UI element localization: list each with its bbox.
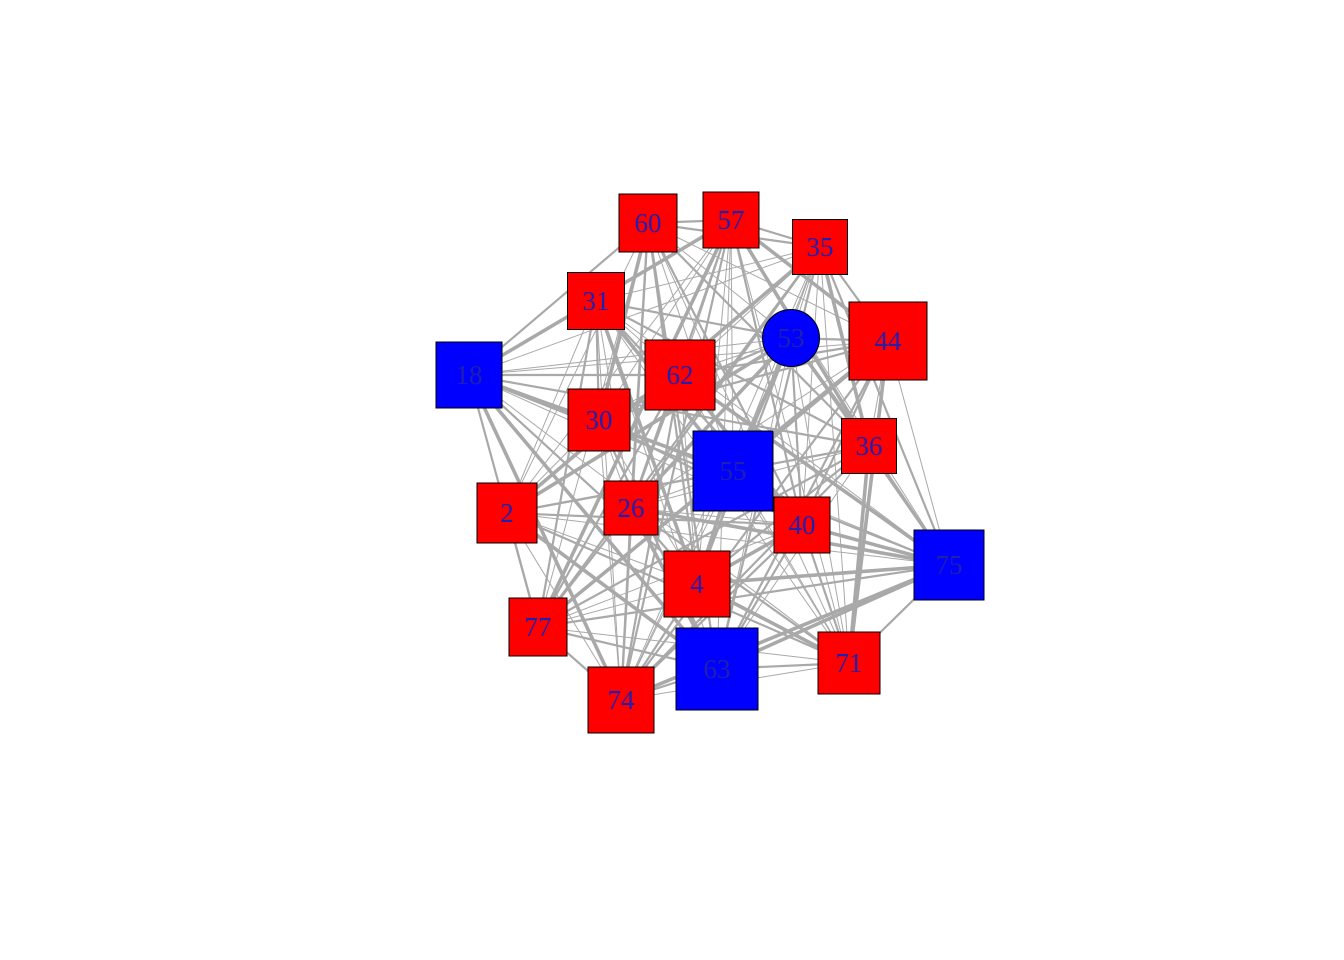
- edge-53-40: [789, 337, 804, 526]
- node-4: 4: [663, 550, 731, 618]
- node-75: 75: [913, 529, 985, 601]
- edge-57-30: [598, 219, 732, 421]
- node-label-57: 57: [718, 205, 745, 235]
- node-layer: 60 57 35 31 53 44 18 62 30 36 55 2 26 40 75 4 77 63 71 74: [435, 191, 985, 734]
- node-shape-60: [618, 193, 678, 253]
- node-label-30: 30: [586, 405, 613, 435]
- edge-36-74: [620, 445, 870, 701]
- node-label-40: 40: [789, 510, 816, 540]
- edge-62-71: [679, 374, 850, 664]
- node-18: 18: [435, 341, 503, 409]
- node-31: 31: [567, 272, 625, 330]
- edge-31-53: [595, 299, 792, 340]
- edge-18-74: [467, 374, 623, 701]
- node-44: 44: [848, 301, 928, 381]
- node-label-36: 36: [856, 431, 883, 461]
- node-label-62: 62: [667, 360, 694, 390]
- node-label-26: 26: [618, 493, 645, 523]
- node-30: 30: [567, 388, 631, 452]
- node-36: 36: [841, 418, 897, 474]
- node-label-75: 75: [936, 550, 963, 580]
- node-shape-77: [508, 597, 568, 657]
- node-2: 2: [476, 482, 538, 544]
- edge-57-75: [730, 219, 950, 566]
- node-40: 40: [773, 496, 831, 554]
- node-62: 62: [644, 339, 716, 411]
- node-shape-40: [773, 496, 831, 554]
- node-label-35: 35: [807, 232, 834, 262]
- edge-31-4: [594, 300, 699, 585]
- edge-35-40: [801, 246, 821, 526]
- node-shape-53: [762, 309, 820, 367]
- node-63: 63: [675, 627, 759, 711]
- edge-57-71: [730, 219, 850, 664]
- edge-30-75: [598, 419, 950, 566]
- node-label-31: 31: [583, 286, 610, 316]
- edge-60-2: [506, 222, 649, 514]
- edge-62-75: [678, 373, 951, 567]
- node-label-71: 71: [836, 648, 863, 678]
- node-label-44: 44: [875, 326, 903, 356]
- node-71: 71: [817, 631, 881, 695]
- node-55: 55: [692, 430, 774, 512]
- edge-44-26: [630, 340, 889, 509]
- edge-62-74: [619, 374, 682, 701]
- node-shape-44: [848, 301, 928, 381]
- node-label-74: 74: [608, 685, 636, 715]
- node-77: 77: [508, 597, 568, 657]
- node-60: 60: [618, 193, 678, 253]
- node-label-4: 4: [690, 569, 704, 599]
- node-35: 35: [792, 219, 848, 275]
- node-shape-31: [567, 272, 625, 330]
- edge-35-36: [818, 246, 871, 447]
- node-shape-35: [792, 219, 848, 275]
- node-shape-75: [913, 529, 985, 601]
- node-shape-71: [817, 631, 881, 695]
- edge-75-77: [537, 563, 950, 629]
- node-26: 26: [603, 480, 659, 536]
- edge-35-77: [537, 246, 821, 628]
- node-label-53: 53: [778, 323, 805, 353]
- edge-35-75: [818, 246, 951, 566]
- node-label-2: 2: [500, 498, 514, 528]
- node-label-18: 18: [456, 360, 483, 390]
- node-label-63: 63: [704, 654, 731, 684]
- node-shape-18: [435, 341, 503, 409]
- node-shape-55: [692, 430, 774, 512]
- edge-35-31: [595, 246, 821, 302]
- node-shape-4: [663, 550, 731, 618]
- edge-53-18: [468, 337, 792, 376]
- node-shape-63: [675, 627, 759, 711]
- node-shape-62: [644, 339, 716, 411]
- node-shape-2: [476, 482, 538, 544]
- edge-18-63: [467, 373, 719, 671]
- edge-53-2: [506, 336, 792, 515]
- node-label-55: 55: [720, 456, 747, 486]
- node-57: 57: [702, 191, 760, 249]
- node-label-60: 60: [635, 208, 662, 238]
- edge-53-26: [629, 336, 793, 510]
- node-shape-30: [567, 388, 631, 452]
- node-label-77: 77: [525, 612, 552, 642]
- node-53: 53: [762, 309, 820, 367]
- node-shape-26: [603, 480, 659, 536]
- edge-75-4: [696, 563, 950, 586]
- edge-30-74: [598, 419, 622, 701]
- node-shape-36: [841, 418, 897, 474]
- edge-2-75: [506, 512, 950, 566]
- node-shape-57: [702, 191, 760, 249]
- node-shape-74: [587, 666, 655, 734]
- node-74: 74: [587, 666, 655, 734]
- edge-57-55: [730, 219, 734, 472]
